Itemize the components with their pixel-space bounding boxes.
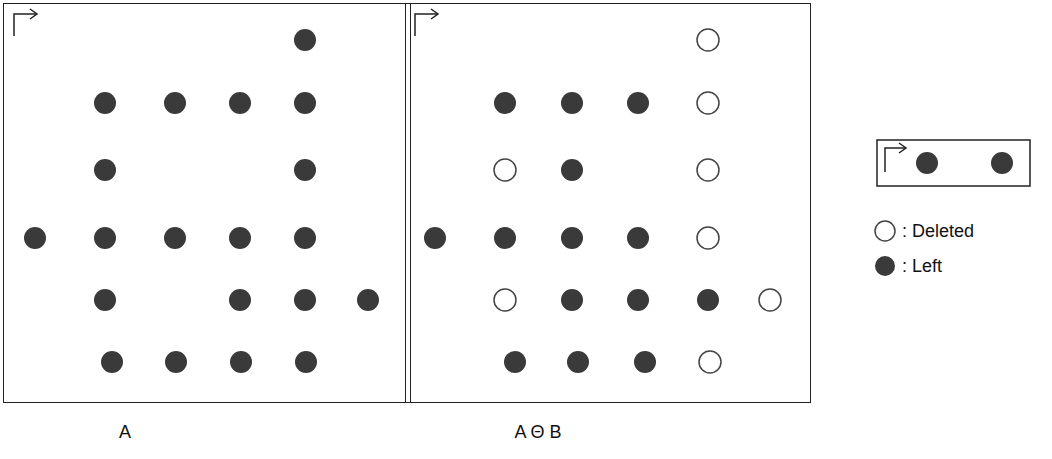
pixel-dot [357,289,379,311]
pixel-dot [94,227,116,249]
pixel-dot [229,92,251,114]
legend-entry: : Deleted [872,218,974,244]
origin-arrowhead [30,9,37,19]
pixel-dot [94,92,116,114]
left-dot [424,227,446,249]
deleted-dot [697,29,719,51]
image-frame: A [3,3,411,403]
left-dot [561,92,583,114]
pixel-dot [101,351,123,373]
structuring-dot [916,152,938,174]
eroded-points [424,29,781,373]
pixel-dot [294,92,316,114]
origin-marker [415,9,438,36]
legend-label: : Left [902,256,942,277]
left-dot [627,92,649,114]
legend-entry: : Left [872,253,942,279]
pixel-dot [294,289,316,311]
left-dot [504,351,526,373]
deleted-dot [697,92,719,114]
image-caption: A Θ B [336,422,740,443]
left-dot [627,227,649,249]
pixel-dot [24,227,46,249]
left-dot [561,227,583,249]
deleted-dot [697,227,719,249]
legend-sample [872,218,898,244]
pixel-dot [94,159,116,181]
pixel-dot [229,227,251,249]
left-dot [494,92,516,114]
deleted-dot [494,159,516,181]
left-dot [627,289,649,311]
left-dot [634,351,656,373]
pixel-dot [295,351,317,373]
deleted-dot [699,351,721,373]
pixel-dot [229,289,251,311]
origin-marker [14,9,37,36]
deleted-dot [494,289,516,311]
pixel-dot [164,227,186,249]
pixel-dot [294,29,316,51]
set-a-points [24,29,379,373]
image-frame: A Θ B [405,3,811,403]
legend-label: : Deleted [902,221,974,242]
deleted-dot [697,159,719,181]
pixel-dot [164,92,186,114]
deleted-sample [875,221,895,241]
left-dot [561,159,583,181]
left-dot [567,351,589,373]
legend-sample [872,253,898,279]
structuring-dot [991,152,1013,174]
origin-arrowhead [899,143,906,153]
left-dot [494,227,516,249]
left-dot [697,289,719,311]
pixel-dot [94,289,116,311]
deleted-dot [759,289,781,311]
pixel-dot [230,351,252,373]
structuring-element [877,140,1030,186]
pixel-dot [294,159,316,181]
left-sample [875,256,895,276]
origin-arrowhead [431,9,438,19]
pixel-dot [294,227,316,249]
structuring-frame [877,140,1030,186]
image-caption: A [0,422,328,443]
pixel-dot [165,351,187,373]
left-dot [561,289,583,311]
